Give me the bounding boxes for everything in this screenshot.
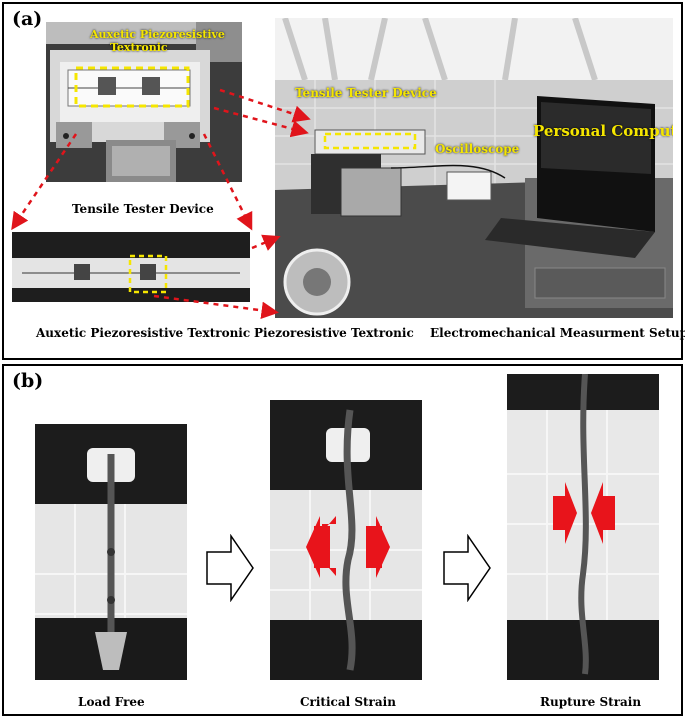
load-free-photo <box>35 424 187 680</box>
connector-arrows <box>11 88 311 320</box>
tensile-tester-photo: Auxetic Piezoresistive Textronic <box>46 22 242 182</box>
caption-tensile-tester: Tensile Tester Device <box>72 202 214 216</box>
rupture-strain-photo <box>507 374 659 680</box>
panel-a: (a) Auxetic Piezoresistive Textronic Ten… <box>2 2 685 360</box>
caption-auxetic-textronic: Auxetic Piezoresistive Textronic <box>36 326 251 340</box>
label-oscilloscope: Oscilloscope <box>435 142 520 156</box>
auxetic-label-line2: Textronic <box>110 41 168 54</box>
measurement-setup-photo: Tensile Tester Device Oscilloscope Perso… <box>275 18 673 318</box>
panel-b: (b) Load Free <box>2 364 683 716</box>
panel-b-label: (b) <box>12 370 44 392</box>
panel-a-label: (a) <box>12 8 43 30</box>
right-arrow-icon <box>443 534 491 602</box>
right-arrow-icon <box>206 534 254 602</box>
auxetic-textronic-photo <box>12 232 250 302</box>
caption-load-free: Load Free <box>78 695 145 709</box>
caption-critical-strain: Critical Strain <box>300 695 396 709</box>
label-tensile-tester-device: Tensile Tester Device <box>295 86 437 100</box>
caption-measurement-setup: Electromechanical Measurment Setup <box>430 326 685 340</box>
auxetic-label-line1: Auxetic Piezoresistive <box>90 28 225 41</box>
label-personal-computer: Personal Computer <box>533 122 673 140</box>
critical-strain-photo <box>270 400 422 680</box>
caption-piezoresistive-textronic: Piezoresistive Textronic <box>254 326 414 340</box>
caption-rupture-strain: Rupture Strain <box>540 695 642 709</box>
